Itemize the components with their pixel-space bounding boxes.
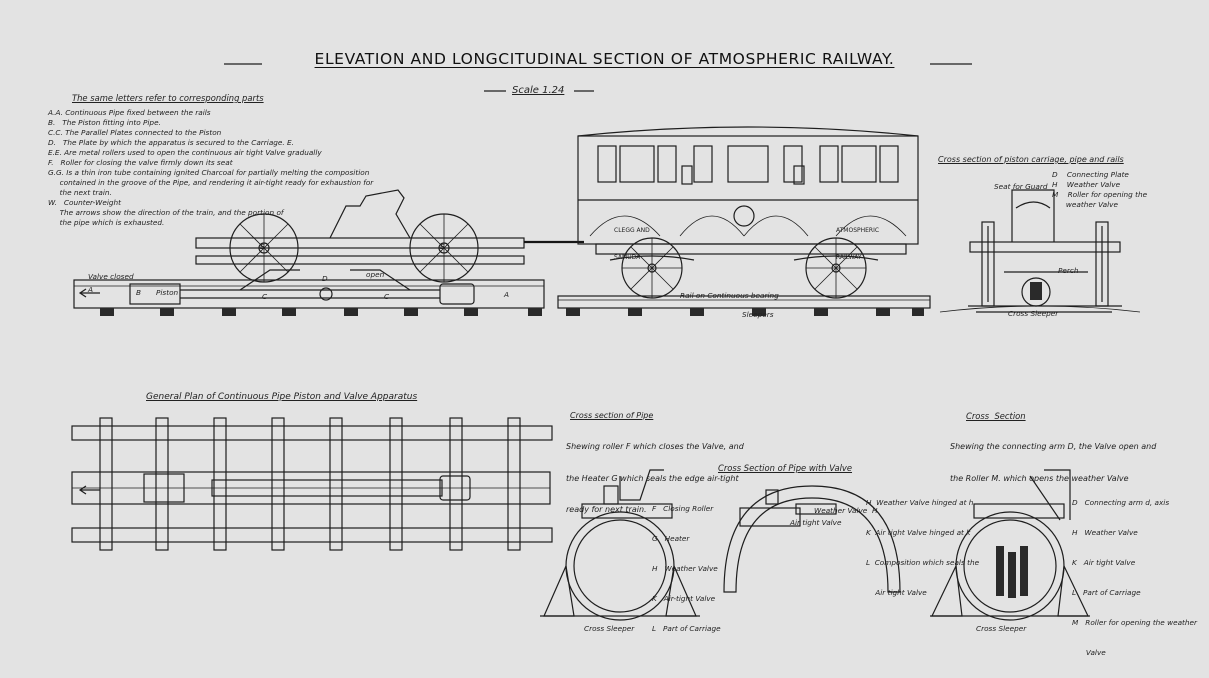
- label-D: D: [322, 274, 328, 283]
- cross-valve-part: H Weather Valve hinged at h: [866, 498, 974, 507]
- seat-label: Seat for Guard: [994, 182, 1048, 191]
- cross-section-part: K Air tight Valve: [1072, 558, 1136, 567]
- legend-line: the next train.: [48, 188, 112, 197]
- cross-section-part: L Part of Carriage: [1072, 588, 1141, 597]
- label-open: open: [366, 270, 385, 279]
- cross-section-part: D Connecting arm d, axis: [1072, 498, 1170, 507]
- legend-line: C.C. The Parallel Plates connected to th…: [48, 128, 222, 137]
- cross-section-heading: Cross Section: [966, 411, 1026, 421]
- label-E-left: E: [260, 242, 265, 251]
- weather-valve-label: Weather Valve H: [814, 506, 878, 515]
- cross-piston-part: D Connecting Plate: [1052, 170, 1129, 179]
- cross-valve-parts: H Weather Valve hinged at h K Air tight …: [866, 478, 979, 618]
- label-valve-closed: Valve closed: [88, 272, 134, 281]
- airtight-valve-label: Air tight Valve: [790, 518, 842, 527]
- cross-valve-part: K Air tight Valve hinged at k: [866, 528, 971, 537]
- cross-piston-part: M Roller for opening the: [1052, 190, 1148, 199]
- carriage-panel-left: CLEGG AND SAMUDA: [614, 208, 650, 280]
- cross-pipe-part: L Part of Carriage: [652, 624, 721, 633]
- pipe-section-3: [930, 469, 1090, 621]
- label-A-right: A: [504, 290, 509, 299]
- cross-valve-heading: Cross Section of Pipe with Valve: [718, 463, 853, 473]
- cross-pipe-part: H Weather Valve: [652, 564, 718, 573]
- cross-piston-part: H Weather Valve: [1052, 180, 1121, 189]
- legend-line: F. Roller for closing the valve firmly d…: [48, 158, 233, 167]
- cross-section-desc: Shewing the connecting arm D, the Valve …: [950, 421, 1156, 505]
- scale-label: Scale 1.24: [512, 85, 565, 96]
- label-C-right: C: [384, 292, 390, 301]
- perch-label: Perch: [1058, 266, 1079, 275]
- cross-section-desc-line: Shewing the connecting arm D, the Valve …: [950, 442, 1157, 451]
- label-E-right: E: [440, 242, 445, 251]
- legend-line: the pipe which is exhausted.: [48, 218, 165, 227]
- cross-pipe-part: F Closing Roller: [652, 504, 714, 513]
- cross-pipe-part: K Air-tight Valve: [652, 594, 716, 603]
- legend-line: E.E. Are metal rollers used to open the …: [48, 148, 322, 157]
- label-rail: Rail on Continuous bearing: [680, 291, 779, 300]
- cross-section-part: H Weather Valve: [1072, 528, 1138, 537]
- elevation-view: [73, 126, 931, 316]
- plan-view: [71, 417, 553, 551]
- cross-piston-part: weather Valve: [1052, 200, 1118, 209]
- legend-line: contained in the groove of the Pipe, and…: [48, 178, 374, 187]
- label-B: B: [136, 288, 142, 297]
- drawing-title: ELEVATION AND LONGCITUDINAL SECTION OF A…: [0, 50, 1209, 68]
- cross-sleeper-label-3: Cross Sleeper: [976, 624, 1027, 633]
- label-A-left: A: [88, 285, 93, 294]
- label-sleepers: Sleepers: [742, 310, 774, 319]
- cross-section-parts: D Connecting arm d, axis H Weather Valve…: [1072, 478, 1197, 678]
- cross-sleeper-label-1: Cross Sleeper: [1008, 309, 1059, 318]
- cross-pipe-desc: Shewing roller F which closes the Valve,…: [566, 421, 744, 537]
- carriage-panel-left-line: SAMUDA: [614, 254, 641, 261]
- plan-heading: General Plan of Continuous Pipe Piston a…: [146, 392, 418, 402]
- cross-pipe-desc-line: the Heater G which seals the edge air-ti…: [566, 473, 739, 483]
- label-C-left: C: [262, 292, 268, 301]
- carriage-panel-left-line: CLEGG AND: [614, 227, 650, 234]
- cross-pipe-heading: Cross section of Pipe: [570, 411, 654, 420]
- cross-piston-heading: Cross section of piston carriage, pipe a…: [938, 155, 1124, 164]
- legend-line: W. Counter-Weight: [48, 198, 122, 207]
- cross-valve-part: Air tight Valve: [866, 588, 927, 597]
- cross-valve-part: L Composition which seals the: [866, 558, 980, 567]
- cross-section-part: M Roller for opening the weather: [1072, 618, 1198, 627]
- cross-pipe-part: G Heater: [652, 534, 690, 543]
- cross-section-desc-line: the Roller M. which opens the weather Va…: [950, 473, 1129, 483]
- cross-section-piston-carriage: [939, 189, 1141, 313]
- cross-pipe-desc-line: ready for next train.: [566, 505, 647, 514]
- legend-line: D. The Plate by which the apparatus is s…: [48, 138, 294, 147]
- carriage-panel-right-line: RAILWAY: [836, 254, 862, 261]
- carriage-panel-right-line: ATMOSPHERIC: [836, 227, 880, 234]
- legend-line: A.A. Continuous Pipe fixed between the r…: [48, 108, 211, 117]
- pipe-section-1: [540, 469, 700, 621]
- legend-heading: The same letters refer to corresponding …: [72, 93, 264, 103]
- drawing-title-text: ELEVATION AND LONGCITUDINAL SECTION OF A…: [314, 50, 895, 68]
- cross-pipe-desc-line: Shewing roller F which closes the Valve,…: [566, 442, 744, 451]
- carriage-panel-right: ATMOSPHERIC RAILWAY: [836, 208, 879, 280]
- legend-line: B. The Piston fitting into Pipe.: [48, 118, 161, 127]
- cross-pipe-parts: F Closing Roller G Heater H Weather Valv…: [652, 484, 721, 654]
- pipe-section-2: [723, 485, 901, 593]
- legend-line: G.G. Is a thin iron tube containing igni…: [48, 168, 370, 177]
- cross-section-part: Valve: [1072, 648, 1106, 657]
- legend-line: The arrows show the direction of the tra…: [48, 208, 284, 217]
- label-piston: Piston: [156, 288, 179, 297]
- cross-sleeper-label-2: Cross Sleeper: [584, 624, 635, 633]
